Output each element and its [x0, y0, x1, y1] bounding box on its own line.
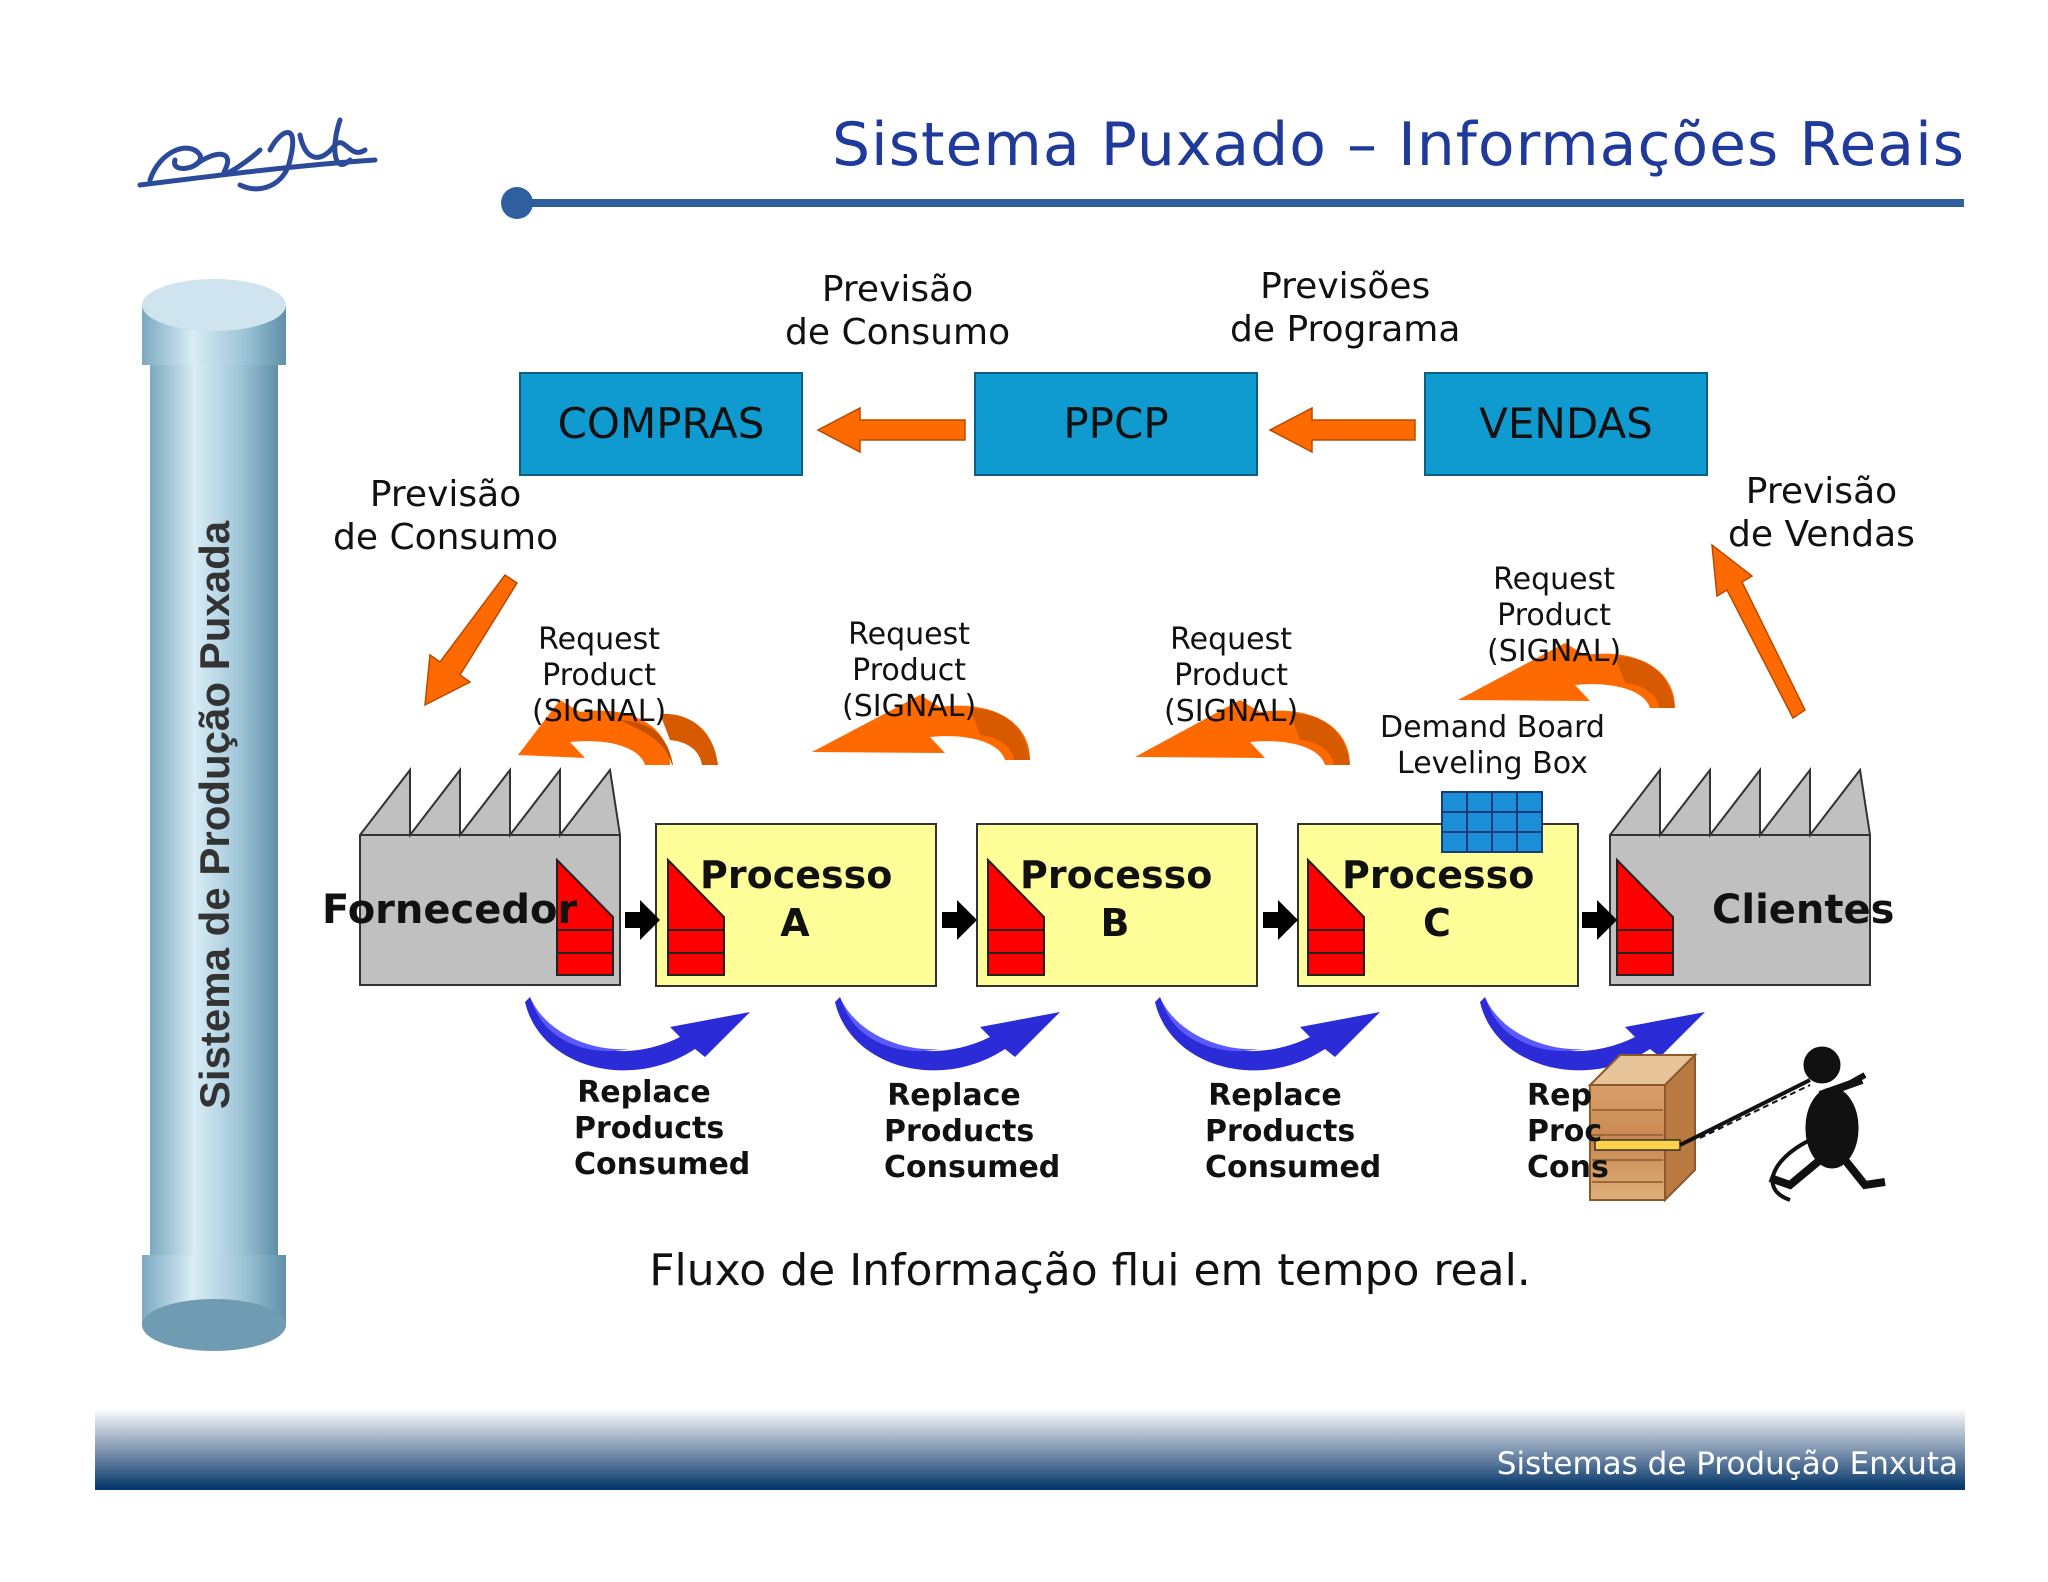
ppcp-label: PPCP: [1063, 399, 1169, 448]
sao-judas-logo: [137, 117, 378, 192]
vendas-box: [1424, 372, 1708, 476]
label-previsao-consumo-left: Previsão de Consumo: [333, 474, 559, 559]
wood-block-icon: [1587, 1052, 1698, 1203]
vendas-label: VENDAS: [1479, 399, 1653, 448]
label-previsao-vendas: Previsão de Vendas: [1728, 471, 1915, 556]
caption: Fluxo de Informação flui em tempo real.: [649, 1245, 1531, 1296]
arrow-previsao-vendas-up: [1711, 543, 1806, 720]
pillar-label: Sistema de Produção Puxada: [191, 520, 238, 1110]
customers-label: Clientes: [1712, 887, 1895, 933]
label-previsoes-programa: Previsões de Programa: [1230, 266, 1461, 351]
header-rule: [501, 187, 1964, 219]
arrow-vendas-to-ppcp: [1268, 406, 1416, 454]
page-title: Sistema Puxado – Informações Reais: [831, 110, 1965, 180]
arrow-ppcp-to-compras: [816, 406, 966, 454]
flow-arrows: [625, 900, 1617, 940]
footer-band: [95, 1408, 1965, 1490]
compras-label: COMPRAS: [557, 399, 765, 448]
leveling-box-grid: [1441, 791, 1543, 853]
pulling-figure-icon: [1679, 1046, 1886, 1202]
replace-arrows: [525, 997, 1705, 1071]
customers-factory: [1609, 767, 1871, 986]
footer-text: Sistemas de Produção Enxuta: [1496, 1446, 1958, 1482]
arrow-previsao-consumo-down: [424, 573, 519, 707]
label-previsao-consumo-top: Previsão de Consumo: [785, 269, 1011, 354]
kanban-icons: [556, 857, 1674, 976]
demand-board-label: Demand Board Leveling Box: [1380, 710, 1605, 781]
supplier-factory: [359, 767, 621, 986]
compras-box: [519, 372, 803, 476]
pillar: [142, 279, 286, 1351]
signal-arrows: [518, 643, 1675, 765]
supplier-label: Fornecedor: [322, 887, 578, 933]
ppcp-box: [974, 372, 1258, 476]
